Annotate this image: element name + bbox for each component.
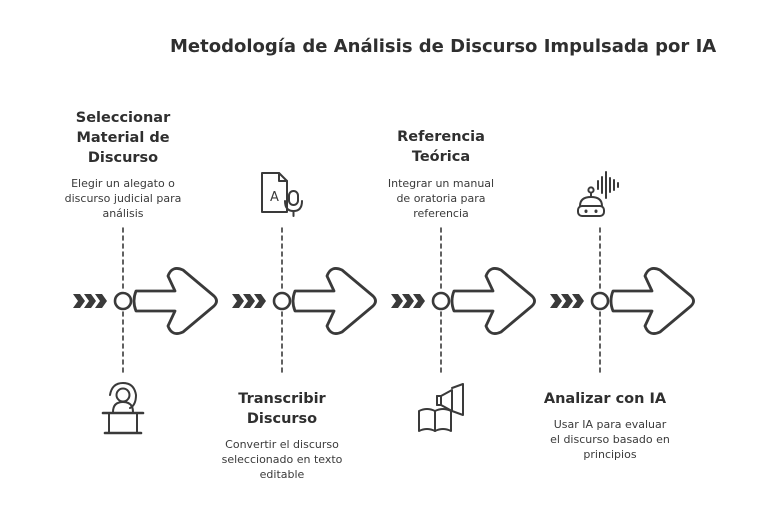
step-4-title-line: Analizar con IA	[543, 391, 667, 407]
step-1-title-line: Discurso	[87, 150, 159, 166]
step-4-desc-line: principios	[583, 448, 637, 461]
speaker-at-podium-icon	[101, 382, 145, 435]
step-4-big-arrow	[609, 267, 695, 335]
step-1-chevrons	[73, 294, 107, 308]
step-2-chevrons	[232, 294, 266, 308]
step-1-big-arrow	[132, 267, 218, 335]
step-3-description: Integrar un manual de oratoria para refe…	[376, 176, 506, 221]
step-1-node	[113, 291, 133, 311]
step-4-node	[590, 291, 610, 311]
step-3-desc-line: de oratoria para	[396, 192, 486, 205]
book-megaphone-icon	[418, 383, 464, 432]
step-3-desc-line: referencia	[413, 207, 469, 220]
step-3-title-line: Teórica	[411, 149, 471, 165]
step-1-desc-line: análisis	[102, 207, 144, 220]
diagram-title: Metodología de Análisis de Discurso Impu…	[170, 36, 717, 57]
step-1-description: Elegir un alegato o discurso judicial pa…	[53, 176, 193, 221]
step-3-title-line: Referencia	[397, 129, 485, 145]
step-2-big-arrow	[291, 267, 377, 335]
step-2-desc-line: seleccionado en texto	[221, 453, 343, 466]
step-1-title-line: Material de	[76, 130, 170, 146]
step-2-node	[272, 291, 292, 311]
step-2-title: Transcribir Discurso	[222, 389, 342, 429]
step-3-title: Referencia Teórica	[381, 127, 501, 167]
step-4-title: Analizar con IA	[530, 389, 680, 409]
step-4-chevrons	[550, 294, 584, 308]
step-2-arrow-group	[232, 227, 377, 373]
step-3-desc-line: Integrar un manual	[387, 177, 495, 190]
step-3-chevrons	[391, 294, 425, 308]
step-1-title: Seleccionar Material de Discurso	[63, 108, 183, 168]
speech-to-text-icon: A	[261, 172, 303, 217]
step-1-arrow-group	[73, 227, 218, 373]
step-2-description: Convertir el discurso seleccionado en te…	[212, 437, 352, 482]
step-1-desc-line: discurso judicial para	[64, 192, 182, 205]
step-1-desc-line: Elegir un alegato o	[71, 177, 175, 190]
step-4-desc-line: el discurso basado en	[550, 433, 670, 446]
step-2-title-line: Discurso	[246, 411, 318, 427]
step-3-node	[431, 291, 451, 311]
step-2-desc-line: Convertir el discurso	[225, 438, 339, 451]
step-4-arrow-group	[550, 227, 695, 373]
step-2-desc-line: editable	[259, 468, 305, 481]
step-4-desc-line: Usar IA para evaluar	[553, 418, 667, 431]
step-3-arrow-group	[391, 227, 536, 373]
svg-text:A: A	[270, 190, 279, 205]
step-2-title-line: Transcribir	[238, 391, 326, 407]
step-4-description: Usar IA para evaluar el discurso basado …	[540, 417, 680, 462]
step-3-big-arrow	[450, 267, 536, 335]
robot-voice-icon	[577, 171, 619, 217]
step-1-title-line: Seleccionar	[75, 110, 171, 126]
